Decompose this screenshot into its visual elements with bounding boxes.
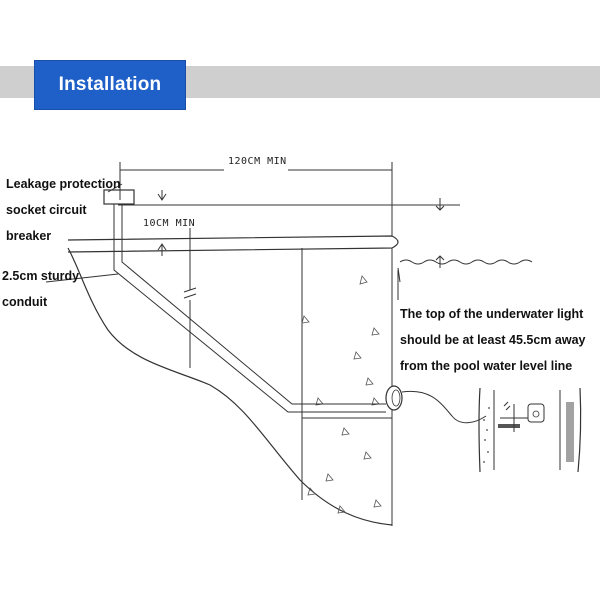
leader-breaker: [107, 183, 123, 193]
leakage-label-1: Leakage protection: [6, 177, 121, 191]
leader-conduit: [45, 273, 119, 283]
conduit-outer: [113, 204, 386, 413]
dim-10-label: 10CM MIN: [143, 218, 195, 229]
conduit-label-2: conduit: [2, 295, 48, 309]
underwater-light: [385, 385, 403, 411]
conduit-inner: [121, 204, 386, 405]
dim-120-label: 120CM MIN: [228, 156, 287, 167]
break-symbol: [183, 287, 197, 299]
concrete-texture: [301, 275, 382, 514]
light-label-3: from the pool water level line: [400, 359, 572, 373]
right-dim-arrow-top: [435, 198, 445, 211]
breaker-box: [103, 189, 135, 205]
leakage-label-2: socket circuit: [6, 203, 87, 217]
pool-shell-outline: [67, 247, 393, 526]
light-label-1: The top of the underwater light: [400, 307, 584, 321]
leakage-label-3: breaker: [6, 229, 51, 243]
detail-inset: [478, 387, 582, 473]
water-level-line: [399, 259, 533, 265]
conduit-label-1: 2.5cm sturdy: [2, 269, 79, 283]
page-title: Installation: [58, 74, 162, 95]
header-tab: Installation: [34, 60, 186, 110]
pool-deck-edge: [67, 235, 399, 253]
light-cable: [401, 390, 487, 424]
right-dim-arrow-bottom: [435, 255, 445, 268]
dim-10-arrow-top: [157, 190, 167, 201]
dim-10-arrow-bottom: [157, 243, 167, 256]
light-label-2: should be at least 45.5cm away: [400, 333, 586, 347]
